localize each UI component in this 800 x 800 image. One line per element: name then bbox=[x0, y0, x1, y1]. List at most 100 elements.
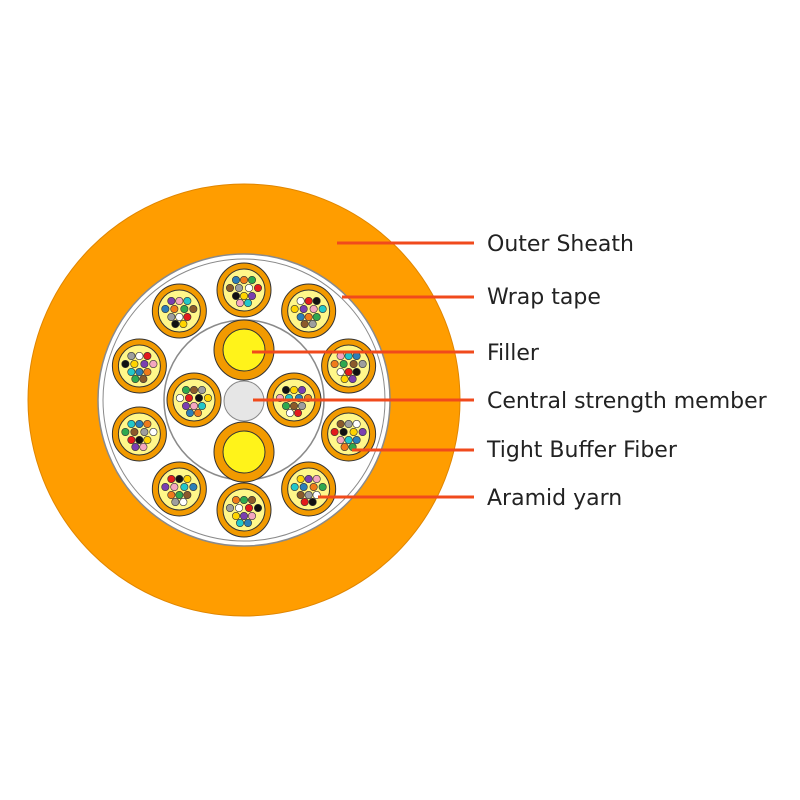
fiber bbox=[344, 368, 353, 377]
fiber bbox=[167, 490, 176, 499]
tight-buffer-unit bbox=[321, 406, 377, 462]
fiber bbox=[190, 385, 199, 394]
fiber bbox=[195, 393, 204, 402]
fiber bbox=[245, 503, 254, 512]
fiber bbox=[175, 297, 184, 306]
fiber bbox=[248, 291, 257, 300]
filler-core bbox=[222, 430, 266, 474]
fiber bbox=[170, 305, 179, 314]
fiber bbox=[240, 275, 249, 284]
fiber bbox=[167, 297, 176, 306]
fiber bbox=[296, 474, 305, 483]
fiber bbox=[339, 427, 348, 436]
fiber bbox=[179, 320, 188, 329]
fiber bbox=[358, 427, 367, 436]
fiber bbox=[198, 401, 207, 410]
fiber bbox=[183, 490, 192, 499]
fiber bbox=[226, 283, 235, 292]
fiber bbox=[293, 408, 302, 417]
fiber bbox=[140, 360, 149, 369]
fiber bbox=[248, 495, 257, 504]
fiber bbox=[235, 503, 244, 512]
fiber bbox=[304, 490, 313, 499]
label-filler: Filler bbox=[487, 341, 540, 366]
fiber bbox=[344, 419, 353, 428]
fiber bbox=[244, 518, 253, 527]
label-tight-buffer-fiber: Tight Buffer Fiber bbox=[486, 438, 678, 463]
fiber bbox=[135, 352, 144, 361]
fiber bbox=[244, 298, 253, 307]
fiber bbox=[248, 275, 257, 284]
fiber bbox=[189, 305, 198, 314]
fiber bbox=[240, 511, 249, 520]
fiber bbox=[349, 427, 358, 436]
fiber bbox=[161, 482, 170, 491]
fiber bbox=[176, 393, 185, 402]
fiber bbox=[352, 435, 361, 444]
fiber bbox=[127, 352, 136, 361]
fiber bbox=[299, 305, 308, 314]
fiber bbox=[297, 401, 306, 410]
fiber bbox=[297, 385, 306, 394]
fiber bbox=[336, 368, 345, 377]
label-aramid-yarn: Aramid yarn bbox=[487, 486, 622, 511]
label-central-strength-member: Central strength member bbox=[487, 389, 768, 414]
fiber bbox=[171, 497, 180, 506]
fiber bbox=[135, 435, 144, 444]
filler-core bbox=[222, 328, 266, 372]
fiber bbox=[130, 360, 139, 369]
fiber bbox=[281, 401, 290, 410]
fiber bbox=[135, 368, 144, 377]
fiber bbox=[299, 482, 308, 491]
fiber bbox=[304, 313, 313, 322]
fiber bbox=[140, 427, 149, 436]
fiber bbox=[121, 427, 130, 436]
fiber bbox=[161, 305, 170, 314]
fiber bbox=[304, 474, 313, 483]
fiber bbox=[309, 482, 318, 491]
fiber bbox=[127, 368, 136, 377]
fiber bbox=[180, 305, 189, 314]
fiber bbox=[290, 482, 299, 491]
fiber bbox=[175, 490, 184, 499]
fiber bbox=[121, 360, 130, 369]
fiber bbox=[318, 482, 327, 491]
fiber bbox=[296, 297, 305, 306]
fiber bbox=[143, 368, 152, 377]
fiber bbox=[182, 385, 191, 394]
fiber bbox=[139, 375, 148, 384]
filler-top bbox=[213, 319, 275, 381]
fiber bbox=[190, 401, 199, 410]
fiber bbox=[248, 511, 257, 520]
fiber bbox=[340, 375, 349, 384]
fiber bbox=[318, 305, 327, 314]
fiber bbox=[186, 408, 195, 417]
tight-buffer-unit bbox=[321, 338, 377, 394]
tight-buffer-unit bbox=[216, 482, 272, 538]
tight-buffer-unit bbox=[166, 372, 222, 428]
fiber bbox=[170, 482, 179, 491]
fiber bbox=[348, 375, 357, 384]
fiber bbox=[127, 435, 136, 444]
fiber bbox=[167, 474, 176, 483]
fiber bbox=[183, 474, 192, 483]
callouts: Outer Sheath Wrap tape Filler Central st… bbox=[252, 232, 768, 511]
fiber bbox=[309, 305, 318, 314]
filler-bottom bbox=[213, 421, 275, 483]
fiber bbox=[127, 419, 136, 428]
fiber bbox=[179, 497, 188, 506]
fiber bbox=[204, 393, 213, 402]
fiber bbox=[300, 320, 309, 329]
tight-buffer-unit bbox=[151, 283, 207, 339]
fiber bbox=[235, 283, 244, 292]
fiber bbox=[232, 291, 241, 300]
fiber bbox=[308, 320, 317, 329]
fiber bbox=[289, 401, 298, 410]
fiber bbox=[296, 490, 305, 499]
fiber bbox=[300, 497, 309, 506]
fiber bbox=[167, 313, 176, 322]
fiber bbox=[171, 320, 180, 329]
fiber bbox=[130, 427, 139, 436]
tight-buffer-unit bbox=[151, 461, 207, 517]
